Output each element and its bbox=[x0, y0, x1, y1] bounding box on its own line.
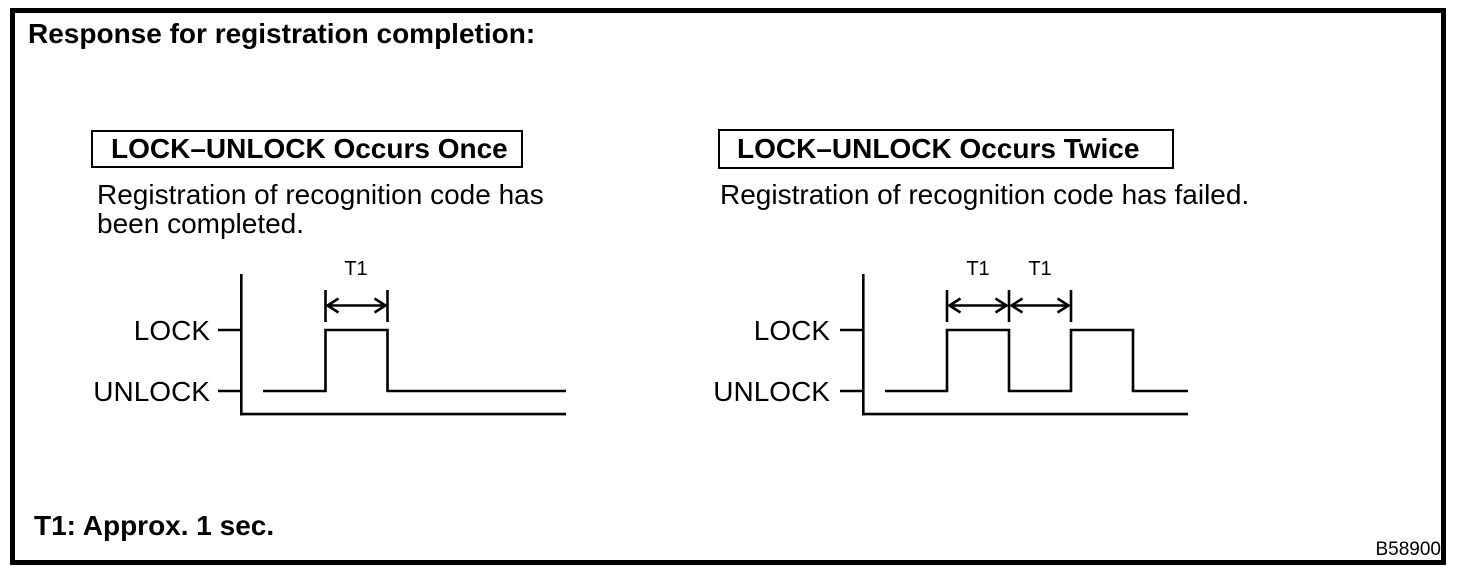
panel1-description-line1: Registration of recognition code has bbox=[97, 179, 544, 210]
panel2-t1-interval-label-1: T1 bbox=[966, 258, 990, 280]
panel1-lock-label: LOCK bbox=[133, 315, 210, 346]
figure-code: B58900 bbox=[1375, 539, 1441, 560]
panel1-description-line2: been completed. bbox=[97, 208, 305, 239]
panel2-description-line1: Registration of recognition code has fai… bbox=[720, 179, 1250, 210]
panel2-description: Registration of recognition code has fai… bbox=[720, 180, 1249, 209]
panel2-waveform-line bbox=[885, 328, 1188, 393]
panel2-t1-arrow1-head-right bbox=[994, 297, 1009, 314]
panel1-header-label: LOCK–UNLOCK Occurs Once bbox=[111, 133, 508, 164]
panel1-t1-interval-label: T1 bbox=[344, 258, 368, 280]
panel2-unlock-label: UNLOCK bbox=[713, 376, 830, 407]
panel2-t1-arrow1-head-left bbox=[947, 297, 962, 314]
panel2-header-label: LOCK–UNLOCK Occurs Twice bbox=[737, 133, 1140, 164]
panel1-unlock-label: UNLOCK bbox=[93, 376, 210, 407]
panel1-header-box: LOCK–UNLOCK Occurs Once bbox=[91, 130, 523, 168]
figure-title: Response for registration completion: bbox=[28, 18, 536, 49]
panel1-description: Registration of recognition code has bee… bbox=[97, 180, 544, 238]
panel1-t1-arrowhead-right bbox=[373, 297, 388, 314]
panel2-t1-arrow2-head-right bbox=[1056, 297, 1071, 314]
panel2-lock-label: LOCK bbox=[753, 315, 830, 346]
panel2-header-box: LOCK–UNLOCK Occurs Twice bbox=[718, 129, 1174, 169]
panel2-t1-arrow2-head-left bbox=[1009, 297, 1024, 314]
panel1-waveform-line bbox=[263, 328, 566, 393]
panel2-t1-interval-label-2: T1 bbox=[1028, 258, 1052, 280]
t1-definition-note: T1: Approx. 1 sec. bbox=[34, 510, 275, 541]
panel1-t1-arrowhead-left bbox=[325, 297, 340, 314]
outer-border bbox=[10, 8, 1446, 565]
